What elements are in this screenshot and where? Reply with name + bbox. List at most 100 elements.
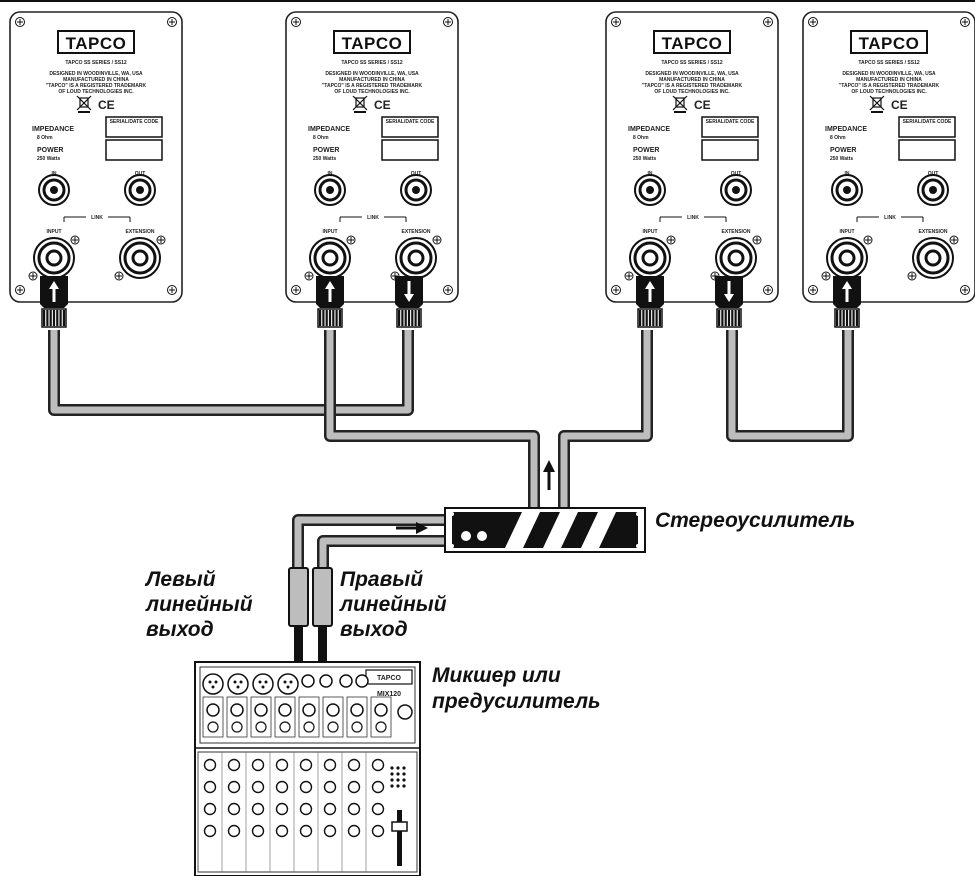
right-output-label: Правый линейный выход [339, 568, 452, 641]
ce-mark: CE [98, 98, 115, 112]
mixer-output-jack [339, 674, 353, 688]
mixer-knob [251, 824, 265, 838]
date-code-box [701, 139, 759, 161]
extension-speakon-connector [907, 235, 959, 281]
in-jack [634, 174, 666, 206]
mixer-line-jack [274, 696, 296, 738]
input-cable-plug [636, 276, 664, 328]
speaker-manufacturer-line: "TAPCO" IS A REGISTERED TRADEMARK [46, 83, 147, 89]
in-jack-label: IN [52, 171, 57, 177]
power-label: POWER [37, 147, 63, 154]
link-label: LINK [91, 215, 103, 221]
speaker-manufacturer-line: "TAPCO" IS A REGISTERED TRADEMARK [642, 83, 743, 89]
extension-label: EXTENSION [722, 229, 751, 235]
mixer-line-jack [322, 696, 344, 738]
mixer-line-jack [298, 696, 320, 738]
mixer-meter-led [396, 766, 400, 770]
input-speakon-connector [821, 235, 873, 281]
mixer-line-jack [202, 696, 224, 738]
mixer-knob [227, 802, 241, 816]
mixer-knob [227, 824, 241, 838]
input-speakon-connector [304, 235, 356, 281]
mixer-meter-led [390, 772, 394, 776]
cable-layer [48, 330, 854, 568]
signal-arrow-right [396, 522, 428, 534]
extension-speakon-connector [114, 235, 166, 281]
speaker-manufacturer-line: MANUFACTURED IN CHINA [659, 77, 725, 83]
in-jack-label: IN [328, 171, 333, 177]
link-label: LINK [884, 215, 896, 221]
speaker-manufacturer-line: OF LOUD TECHNOLOGIES INC. [334, 89, 410, 95]
mixer-knob [203, 758, 217, 772]
left-line-output-plug [288, 567, 309, 662]
mixer-knob [227, 758, 241, 772]
mixer-knob [347, 780, 361, 794]
impedance-value: 8 Ohm [37, 135, 53, 141]
weee-bin-icon [869, 95, 885, 113]
power-label: POWER [830, 147, 856, 154]
mixer-output-jack [319, 674, 333, 688]
mixer-label-line: Микшер или [432, 664, 561, 687]
mixer-knob [251, 758, 265, 772]
mixer-meter-led [402, 772, 406, 776]
input-cable-plug [40, 276, 68, 328]
speaker-manufacturer-line: DESIGNED IN WOODINVILLE, WA, USA [325, 71, 419, 77]
mixer-knob [299, 780, 313, 794]
mixer-mic-input [202, 673, 224, 695]
input-label: INPUT [47, 229, 62, 235]
left-output-label-line: выход [146, 618, 214, 641]
date-code-box [898, 139, 956, 161]
mixer-knob [251, 780, 265, 794]
link-label: LINK [687, 215, 699, 221]
mixer-meter-led [390, 784, 394, 788]
right-output-label-line: Правый [340, 568, 423, 591]
mixer-meter-led [402, 766, 406, 770]
serial-code-box [701, 116, 759, 138]
speaker-manufacturer-line: OF LOUD TECHNOLOGIES INC. [654, 89, 730, 95]
mixer-mic-input [252, 673, 274, 695]
mixer-knob [323, 780, 337, 794]
mixer-meter-led [402, 784, 406, 788]
serial-label: SERIAL/DATE CODE [110, 119, 159, 125]
mixer-model: MIX120 [377, 691, 401, 698]
extension-label: EXTENSION [402, 229, 431, 235]
mixer-knob [371, 780, 385, 794]
extension-speakon-connector [390, 235, 442, 281]
mixer-output-jack [301, 674, 315, 688]
link-label: LINK [367, 215, 379, 221]
mixer-knob [323, 802, 337, 816]
mixer-headphone-jack [397, 704, 413, 720]
mixer-knob [371, 824, 385, 838]
speaker-manufacturer-line: "TAPCO" IS A REGISTERED TRADEMARK [322, 83, 423, 89]
serial-label: SERIAL/DATE CODE [903, 119, 952, 125]
extension-label: EXTENSION [919, 229, 948, 235]
speaker-manufacturer-line: OF LOUD TECHNOLOGIES INC. [851, 89, 927, 95]
left-output-label-line: линейный [145, 593, 253, 616]
mixer-knob [323, 824, 337, 838]
ce-mark: CE [891, 98, 908, 112]
mixer-knob [347, 758, 361, 772]
in-jack [831, 174, 863, 206]
mixer-meter-led [396, 778, 400, 782]
serial-label: SERIAL/DATE CODE [706, 119, 755, 125]
mixer-meter-led [396, 784, 400, 788]
mixer-line-jack [370, 696, 392, 738]
serial-code-box [105, 116, 163, 138]
input-label: INPUT [840, 229, 855, 235]
speaker-model: TAPCO SS SERIES / SS12 [65, 60, 127, 66]
weee-bin-icon [76, 95, 92, 113]
speaker-manufacturer-line: MANUFACTURED IN CHINA [63, 77, 129, 83]
signal-arrow-up [543, 460, 555, 490]
stereo-amplifier [444, 507, 646, 553]
mixer-knob [275, 758, 289, 772]
ce-mark: CE [374, 98, 391, 112]
extension-cable-plug [395, 276, 423, 328]
power-value: 250 Watts [633, 156, 656, 162]
impedance-value: 8 Ohm [313, 135, 329, 141]
speaker-brand: TAPCO [859, 34, 920, 53]
speaker-model: TAPCO SS SERIES / SS12 [858, 60, 920, 66]
mixer-output-jack [355, 674, 369, 688]
